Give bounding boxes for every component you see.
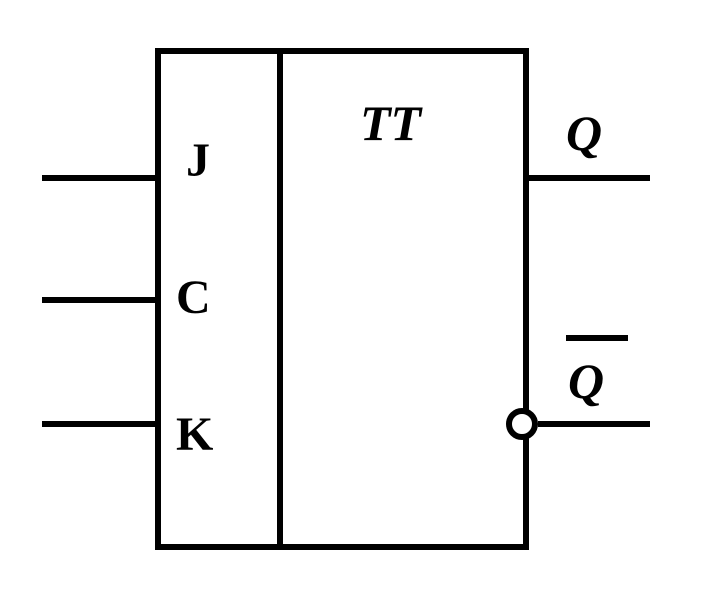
output-label-q: Q: [566, 105, 602, 161]
output-label-q-bar: Q: [568, 353, 604, 409]
inversion-bubble: [506, 408, 538, 440]
pin-label-k: K: [176, 408, 213, 461]
flip-flop-body: [155, 48, 529, 550]
block-title: TT: [360, 95, 424, 151]
pin-label-j: J: [186, 134, 210, 187]
pin-label-c: C: [176, 271, 211, 324]
